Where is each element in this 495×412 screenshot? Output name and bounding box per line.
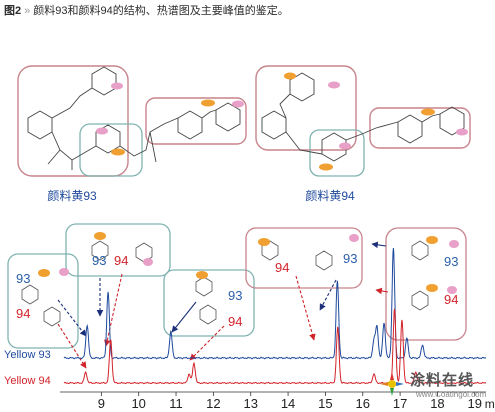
x-tick-label: 15 xyxy=(318,396,332,411)
structure-pigment-94 xyxy=(255,65,471,177)
x-tick-label: 10 xyxy=(131,396,145,411)
trace-label-yellow-94: Yellow 94 xyxy=(4,375,51,387)
arrow-93-a xyxy=(57,299,87,337)
trace-label-yellow-93: Yellow 93 xyxy=(4,349,51,361)
pigment-94-label: 颜料黄94 xyxy=(305,188,355,203)
x-tick-label: 16 xyxy=(356,396,370,411)
arrow-93-d xyxy=(319,279,337,311)
coatingol-logo-icon xyxy=(380,372,404,396)
annotation-label: 94 xyxy=(16,306,30,321)
figure-caption: 图2»颜料93和颜料94的结构、热谱图及主要峰值的鉴定。 xyxy=(4,2,289,18)
arrow-93-e xyxy=(371,241,387,249)
caption-text: 颜料93和颜料94的结构、热谱图及主要峰值的鉴定。 xyxy=(33,5,289,17)
annotation-label: 94 xyxy=(444,292,458,307)
arrow-94-a xyxy=(57,323,87,369)
x-tick-label: 11 xyxy=(169,396,183,411)
structure-pigment-93 xyxy=(17,65,247,177)
caption-separator: » xyxy=(24,5,31,17)
x-tick-label: 12 xyxy=(206,396,220,411)
annotation-label: 94 xyxy=(275,260,289,275)
watermark: 涂料在线 www.Coatingol.com xyxy=(376,368,488,408)
annotation-label: 93 xyxy=(92,253,106,268)
trace-line-yellow-93 xyxy=(63,248,487,360)
x-axis: 9 10 11 12 13 14 15 16 17 18 19min xyxy=(60,391,495,411)
x-tick-label: 18 xyxy=(430,396,444,411)
identification-arrows xyxy=(57,241,389,369)
trace-line-yellow-94 xyxy=(63,308,487,385)
pigment-93-label: 颜料黄93 xyxy=(47,188,97,203)
figure-number: 图2 xyxy=(4,5,22,17)
annotation-label: 93 xyxy=(444,254,458,269)
arrow-94-c xyxy=(189,325,225,361)
arrow-94-b xyxy=(104,273,123,347)
annotation-label: 93 xyxy=(16,271,30,286)
x-tick-label: 9 xyxy=(98,396,105,411)
annotation-label: 94 xyxy=(228,314,242,329)
arrow-93-c xyxy=(171,301,197,333)
chromatogram-traces xyxy=(63,248,487,385)
x-tick-label: 14 xyxy=(281,396,295,411)
watermark-text: 涂料在线 xyxy=(410,372,475,389)
x-tick-label: 17 xyxy=(393,396,407,411)
fragment-boxes xyxy=(7,223,467,349)
annotation-label: 93 xyxy=(228,288,242,303)
annotation-label: 93 xyxy=(343,251,357,266)
x-tick-label: 13 xyxy=(243,396,257,411)
x-axis-unit-label: min xyxy=(485,397,495,411)
arrow-94-d xyxy=(295,275,316,341)
highlight-bubbles-93 xyxy=(96,82,244,156)
x-tick-label: 19 xyxy=(468,396,482,411)
watermark-url: www.Coatingol.com xyxy=(416,390,487,399)
arrow-94-e xyxy=(375,287,389,295)
annotation-labels: 93 94 93 94 93 94 94 93 93 94 xyxy=(16,251,458,329)
annotation-label: 94 xyxy=(114,253,128,268)
highlight-bubbles-94 xyxy=(284,72,468,171)
